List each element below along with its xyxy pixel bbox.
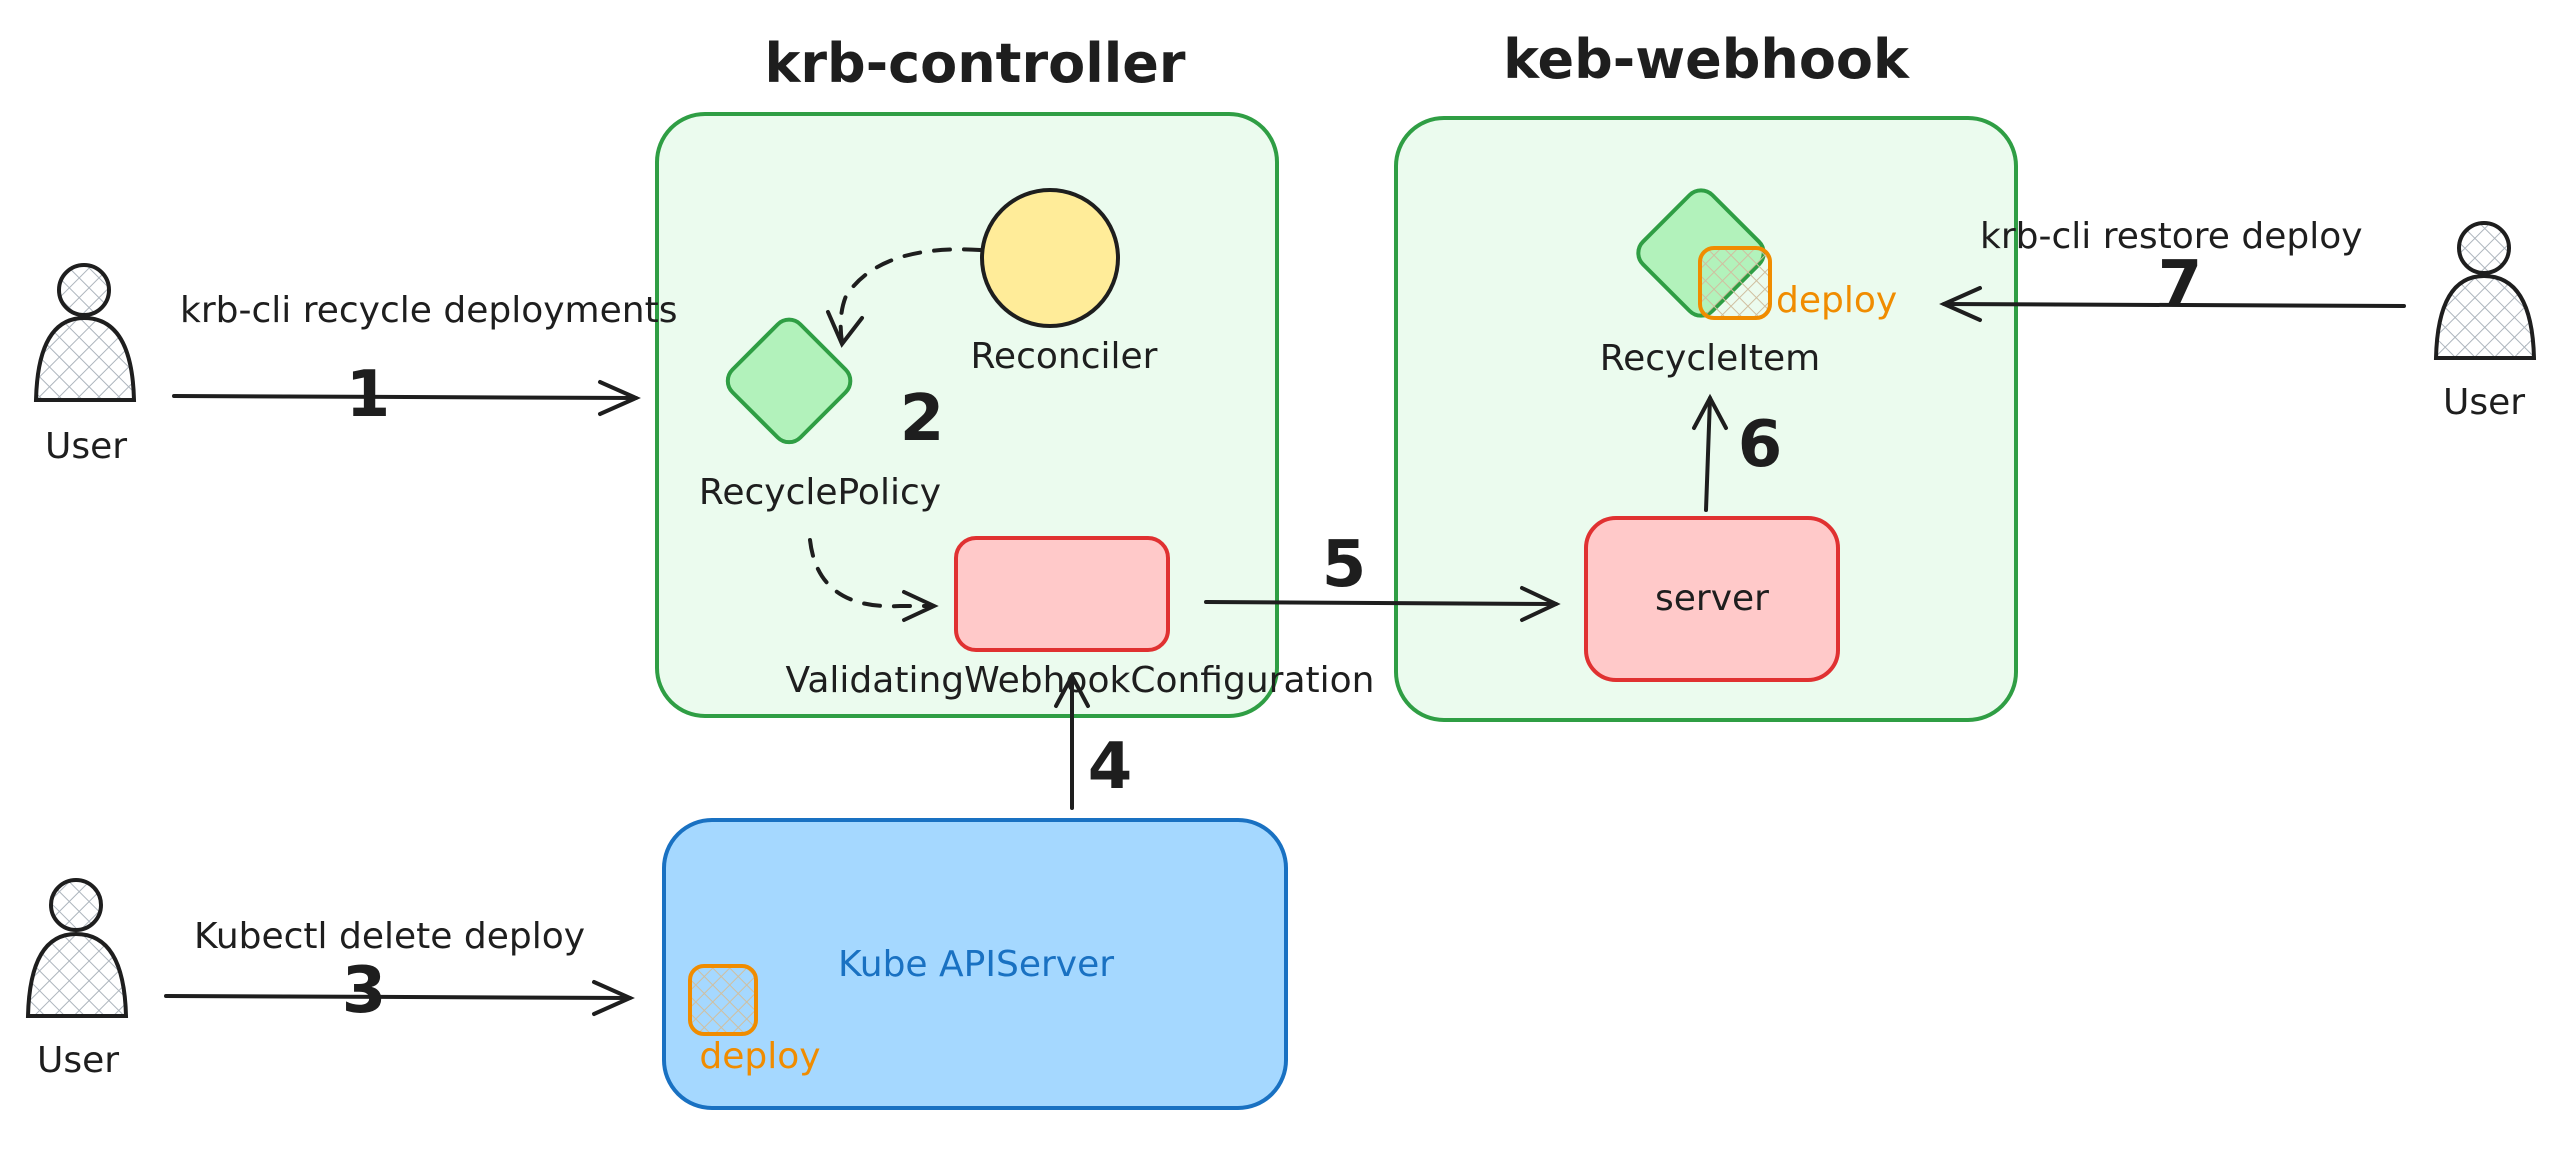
keb-webhook-title: keb-webhook <box>1503 28 1910 91</box>
recycle-item-deploy-label: deploy <box>1776 280 1897 321</box>
user-figure-1 <box>33 263 137 402</box>
arrow-3 <box>164 980 635 1016</box>
deploy-icon <box>688 964 758 1036</box>
deploy-icon <box>1698 246 1772 320</box>
step-1: 1 <box>346 358 391 432</box>
action-delete-label: Kubectl delete deploy <box>194 916 585 957</box>
arrow-1 <box>172 380 641 416</box>
recycle-policy-label: RecyclePolicy <box>699 472 941 513</box>
arrow-4 <box>1054 671 1090 810</box>
user-label-3: User <box>37 1040 119 1081</box>
recycle-item-label: RecycleItem <box>1600 338 1821 379</box>
reconciler-node <box>980 188 1120 328</box>
user-figure-7 <box>2433 221 2537 360</box>
kube-apiserver-label: Kube APIServer <box>838 944 1114 985</box>
arrow-7 <box>1939 286 2406 322</box>
server-label: server <box>1655 578 1769 619</box>
server-node <box>1584 516 1840 682</box>
user-label-1: User <box>45 426 127 467</box>
arrow-reconciler-to-policy <box>826 247 982 348</box>
arrow-policy-to-vwc <box>808 538 939 622</box>
step-6: 6 <box>1738 408 1783 482</box>
keb-webhook-container <box>1394 116 2018 722</box>
validating-webhook-config-node <box>954 536 1170 652</box>
kube-apiserver-box <box>662 818 1288 1110</box>
step-3: 3 <box>342 954 387 1028</box>
action-recycle-label: krb-cli recycle deployments <box>180 290 677 331</box>
user-figure-3 <box>25 878 129 1018</box>
step-5: 5 <box>1322 528 1367 602</box>
action-restore-label: krb-cli restore deploy <box>1980 216 2363 257</box>
arrow-5 <box>1204 586 1561 622</box>
reconciler-label: Reconciler <box>971 336 1158 377</box>
step-7: 7 <box>2158 248 2203 322</box>
step-2: 2 <box>900 382 945 456</box>
apiserver-deploy-label: deploy <box>699 1036 820 1077</box>
user-label-7: User <box>2443 382 2525 423</box>
krb-controller-title: krb-controller <box>765 32 1186 95</box>
recycle-policy-node <box>725 317 853 445</box>
arrow-6 <box>1692 393 1728 512</box>
step-4: 4 <box>1088 730 1133 804</box>
